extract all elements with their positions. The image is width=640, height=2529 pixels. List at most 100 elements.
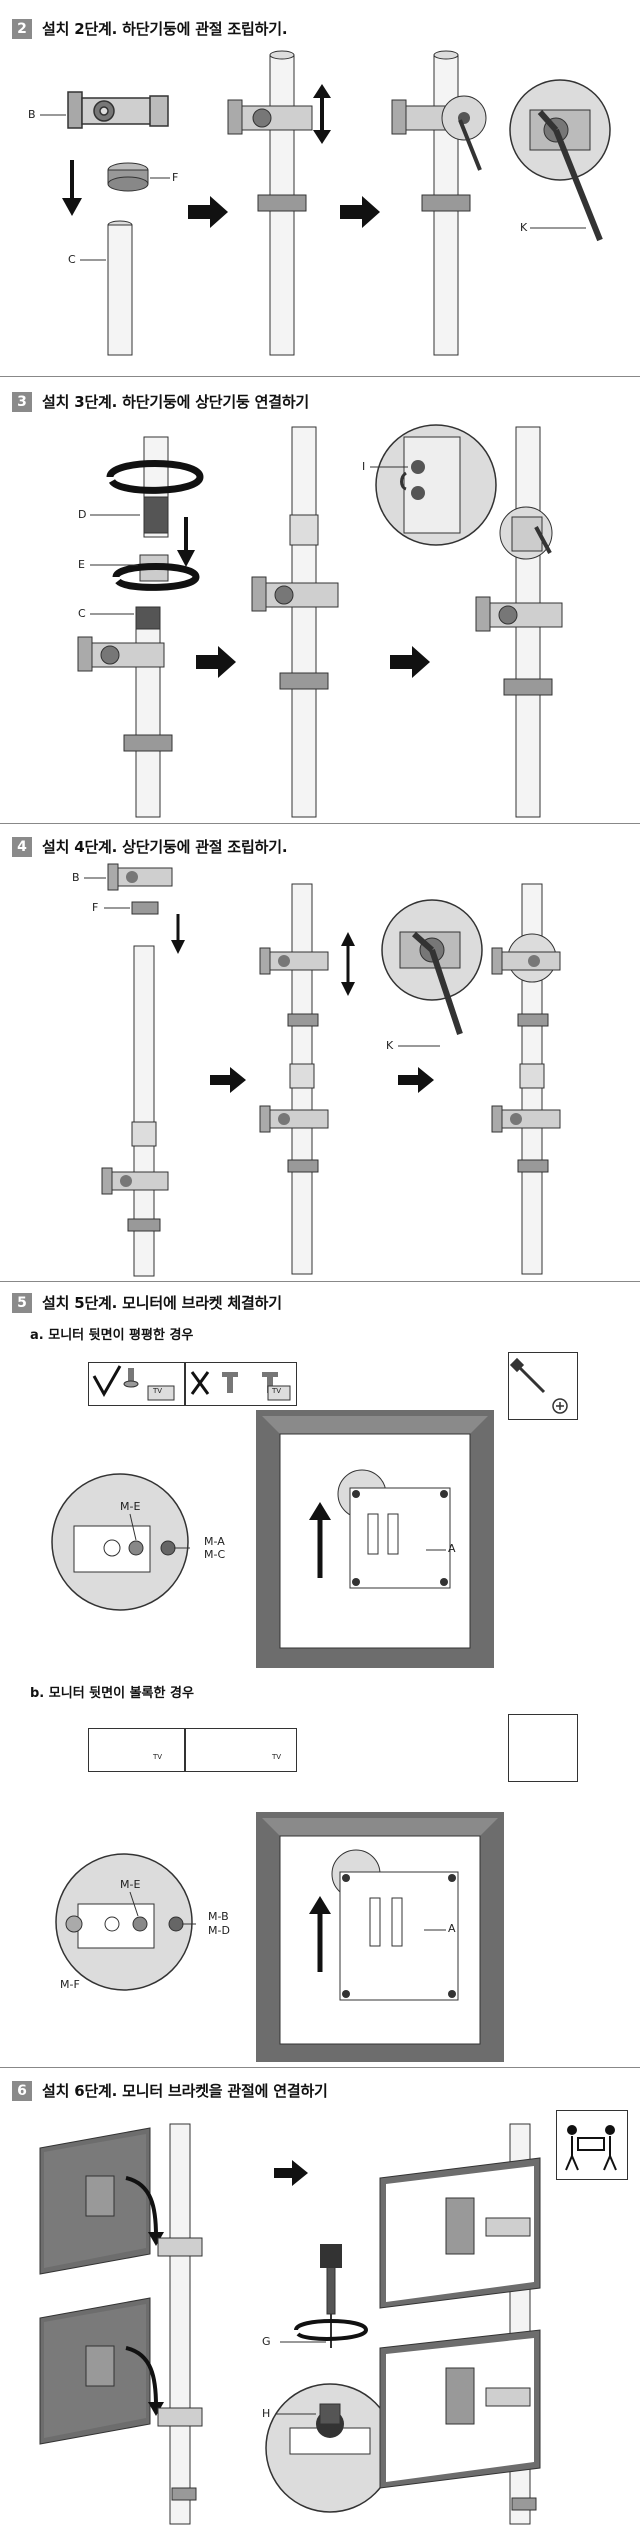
label-a: A — [448, 1542, 456, 1555]
up-down-arrow-icon — [341, 932, 355, 996]
step-4-title: 설치 4단계. 상단기둥에 관절 조립하기. — [42, 838, 288, 856]
right-arrow-icon — [340, 196, 380, 228]
step-3-header: 3 설치 3단계. 하단기둥에 상단기둥 연결하기 — [12, 391, 309, 412]
step-2-section: 2 설치 2단계. 하단기둥에 관절 조립하기. — [0, 0, 640, 376]
step-2-header: 2 설치 2단계. 하단기둥에 관절 조립하기. — [12, 18, 288, 39]
rotate-arrow-icon — [106, 460, 204, 494]
right-arrow-icon — [274, 2160, 308, 2186]
label-mf: M-F — [60, 1978, 80, 1991]
label-a: A — [448, 1922, 456, 1935]
monitor-back-a — [256, 1410, 494, 1668]
divider — [0, 2067, 640, 2068]
step-6-badge: 6 — [12, 2080, 32, 2101]
step-6-title: 설치 6단계. 모니터 브라켓을 관절에 연결하기 — [42, 2082, 328, 2100]
label-k: K — [386, 1039, 394, 1052]
down-arrow-icon — [171, 914, 185, 954]
check-icon — [92, 1365, 122, 1398]
divider — [0, 376, 640, 377]
label-b: B — [28, 108, 36, 121]
pole-with-monitors-left — [39, 2123, 203, 2525]
step-6-illustration — [39, 2123, 617, 2525]
pole-middle — [259, 883, 329, 1275]
tv-tag: TV — [153, 1387, 163, 1395]
up-down-arrow-icon — [313, 84, 331, 144]
step-3-title: 설치 3단계. 하단기둥에 상단기둥 연결하기 — [42, 393, 310, 411]
right-arrow-icon — [196, 646, 236, 678]
label-mb: M-B — [208, 1910, 229, 1923]
joint-bracket-b — [107, 863, 173, 891]
monitor-back-b — [256, 1812, 504, 2062]
label-c: C — [68, 253, 76, 266]
step-2-illustration — [40, 50, 611, 356]
label-mc: M-C — [204, 1548, 226, 1561]
incorrect-washer-box — [185, 1728, 297, 1772]
step-3-section: 3 설치 3단계. 하단기둥에 상단기둥 연결하기 — [0, 377, 640, 823]
screwdriver-box — [508, 1714, 578, 1782]
step-4-illustration — [84, 863, 561, 1277]
tv-tag: TV — [272, 1753, 282, 1761]
step-5-illustration — [51, 1357, 568, 2062]
step-3-illustration — [77, 424, 563, 818]
zoom-detail-k — [381, 899, 483, 1035]
label-i: I — [362, 460, 366, 473]
joint-bracket-b — [67, 91, 169, 129]
collar-f — [107, 162, 149, 192]
lower-pole-c — [107, 220, 133, 356]
zoom-detail-bracket-b — [55, 1853, 196, 1991]
two-person-lift-icon — [565, 2125, 617, 2171]
label-g: G — [262, 2335, 271, 2348]
tv-tag: TV — [153, 1753, 163, 1761]
zoom-detail-i — [375, 424, 497, 546]
step-5-section: 5 설치 5단계. 모니터에 브라켓 체결하기 a. 모니터 뒷면이 평평한 경… — [0, 1282, 640, 2067]
zoom-detail-bracket-a — [51, 1473, 190, 1611]
right-arrow-icon — [210, 1067, 246, 1093]
label-ma: M-A — [204, 1535, 225, 1548]
down-arrow-icon — [62, 160, 82, 216]
correct-washer-box — [88, 1728, 185, 1772]
pole-with-monitors-right — [379, 2123, 541, 2525]
label-f: F — [92, 901, 99, 914]
tv-tag: TV — [272, 1387, 282, 1395]
divider — [0, 1281, 640, 1282]
lower-pole-c — [77, 606, 173, 818]
assembled-joint-right — [391, 50, 487, 356]
step-2-title: 설치 2단계. 하단기둥에 관절 조립하기. — [42, 20, 288, 38]
assembled-joint-middle — [227, 50, 313, 356]
zoom-detail-screwdriver — [265, 2244, 395, 2513]
pole-right — [491, 883, 561, 1275]
step-5-badge: 5 — [12, 1292, 32, 1313]
label-f: F — [172, 171, 179, 184]
screw-washer-icon — [123, 1368, 175, 1401]
down-arrow-icon — [177, 517, 195, 567]
assembled-pole-right — [475, 426, 563, 818]
zoom-detail-k — [509, 79, 611, 242]
collar-f — [131, 901, 159, 915]
label-b: B — [72, 871, 80, 884]
step-4-section: 4 설치 4단계. 상단기둥에 관절 조립하기. — [0, 824, 640, 1281]
step-6-section: 6 설치 6단계. 모니터 브라켓을 관절에 연결하기 — [0, 2068, 640, 2529]
label-k: K — [520, 221, 528, 234]
subsection-flat-back: a. 모니터 뒷면이 평평한 경우 — [30, 1328, 194, 1343]
step-4-header: 4 설치 4단계. 상단기둥에 관절 조립하기. — [12, 836, 288, 857]
step-3-badge: 3 — [12, 391, 32, 412]
label-e: E — [78, 558, 85, 571]
pole-left — [101, 945, 169, 1277]
incorrect-washer-box — [185, 1362, 297, 1406]
label-me: M-E — [120, 1500, 141, 1513]
step-6-header: 6 설치 6단계. 모니터 브라켓을 관절에 연결하기 — [12, 2080, 328, 2101]
subsection-convex-back: b. 모니터 뒷면이 볼록한 경우 — [30, 1686, 194, 1701]
step-5-header: 5 설치 5단계. 모니터에 브라켓 체결하기 — [12, 1292, 282, 1313]
screwdriver-icon — [509, 1357, 568, 1414]
step-5-title: 설치 5단계. 모니터에 브라켓 체결하기 — [42, 1294, 282, 1312]
label-h: H — [262, 2407, 271, 2420]
right-arrow-icon — [188, 196, 228, 228]
step-2-badge: 2 — [12, 18, 32, 39]
label-md: M-D — [208, 1924, 230, 1937]
screw-washer-wrong-icon — [222, 1372, 291, 1401]
coupler-e — [112, 554, 200, 591]
label-c: C — [78, 607, 86, 620]
cross-icon — [190, 1371, 210, 1395]
assembled-pole-middle — [251, 426, 339, 818]
label-d: D — [78, 508, 87, 521]
right-arrow-icon — [398, 1067, 434, 1093]
